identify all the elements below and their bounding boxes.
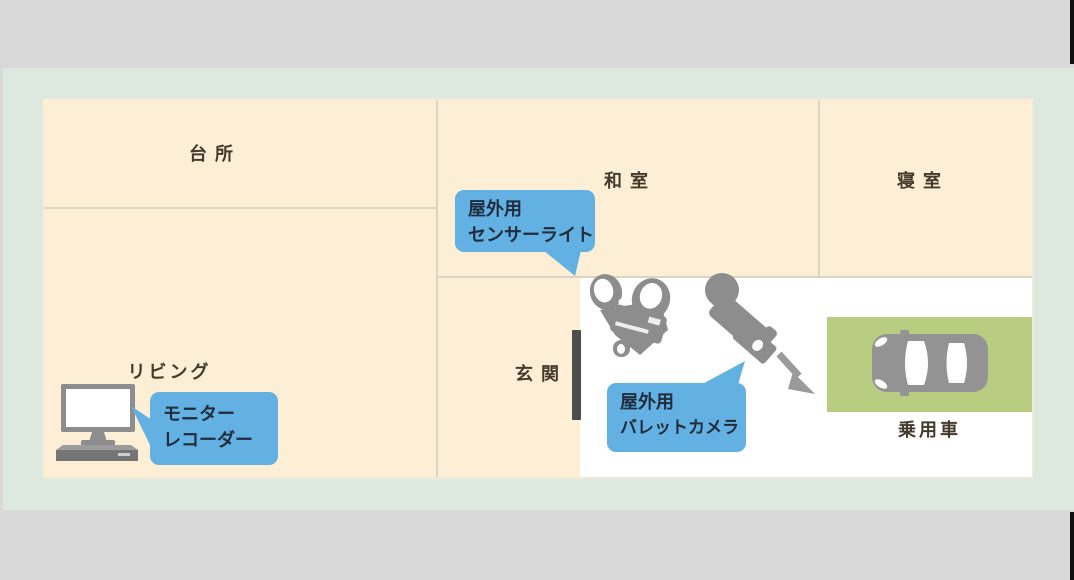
callout-bullet-camera-line1: 屋外用 (620, 392, 674, 412)
bullet-camera-icon (705, 273, 815, 394)
callout-sensor-light: 屋外用 センサーライト (455, 190, 595, 252)
callout-tail-sensor-light (538, 246, 582, 276)
wall-line (437, 276, 1032, 278)
floor-plan-outline (42, 98, 1034, 479)
edge-artifact (1070, 0, 1074, 64)
room-bedroom (819, 100, 1032, 277)
callout-sensor-light-line2: センサーライト (468, 225, 594, 245)
entrance-door-bar (572, 330, 581, 420)
parking-car-label: 乗用車 (898, 420, 961, 440)
room-label-entrance: 玄関 (515, 364, 567, 384)
car-icon (872, 330, 988, 396)
camera-view-arrow-icon (776, 351, 815, 394)
wall-line (44, 207, 437, 209)
room-entrance (437, 277, 580, 477)
room-label-washitsu: 和室 (604, 171, 656, 191)
monitor-recorder-icon (56, 384, 138, 461)
wall-line (436, 100, 438, 477)
wall-line (818, 100, 820, 277)
room-label-living: リビング (127, 362, 212, 382)
callout-tail-monitor-recorder (131, 406, 152, 449)
callout-sensor-light-line1: 屋外用 (468, 199, 522, 219)
edge-artifact (1070, 512, 1074, 580)
callout-monitor-recorder-line1: モニター (163, 404, 235, 424)
callout-monitor-recorder: モニター レコーダー (150, 392, 278, 465)
room-kitchen (44, 100, 437, 208)
room-label-bedroom: 寝室 (897, 171, 949, 191)
sensor-light-icon (589, 274, 671, 357)
callout-monitor-recorder-line2: レコーダー (163, 430, 253, 450)
callout-bullet-camera-line2: バレットカメラ (620, 418, 739, 437)
callout-tail-bullet-camera (695, 361, 745, 388)
room-label-kitchen: 台所 (189, 144, 241, 164)
callout-bullet-camera: 屋外用 バレットカメラ (607, 383, 746, 452)
